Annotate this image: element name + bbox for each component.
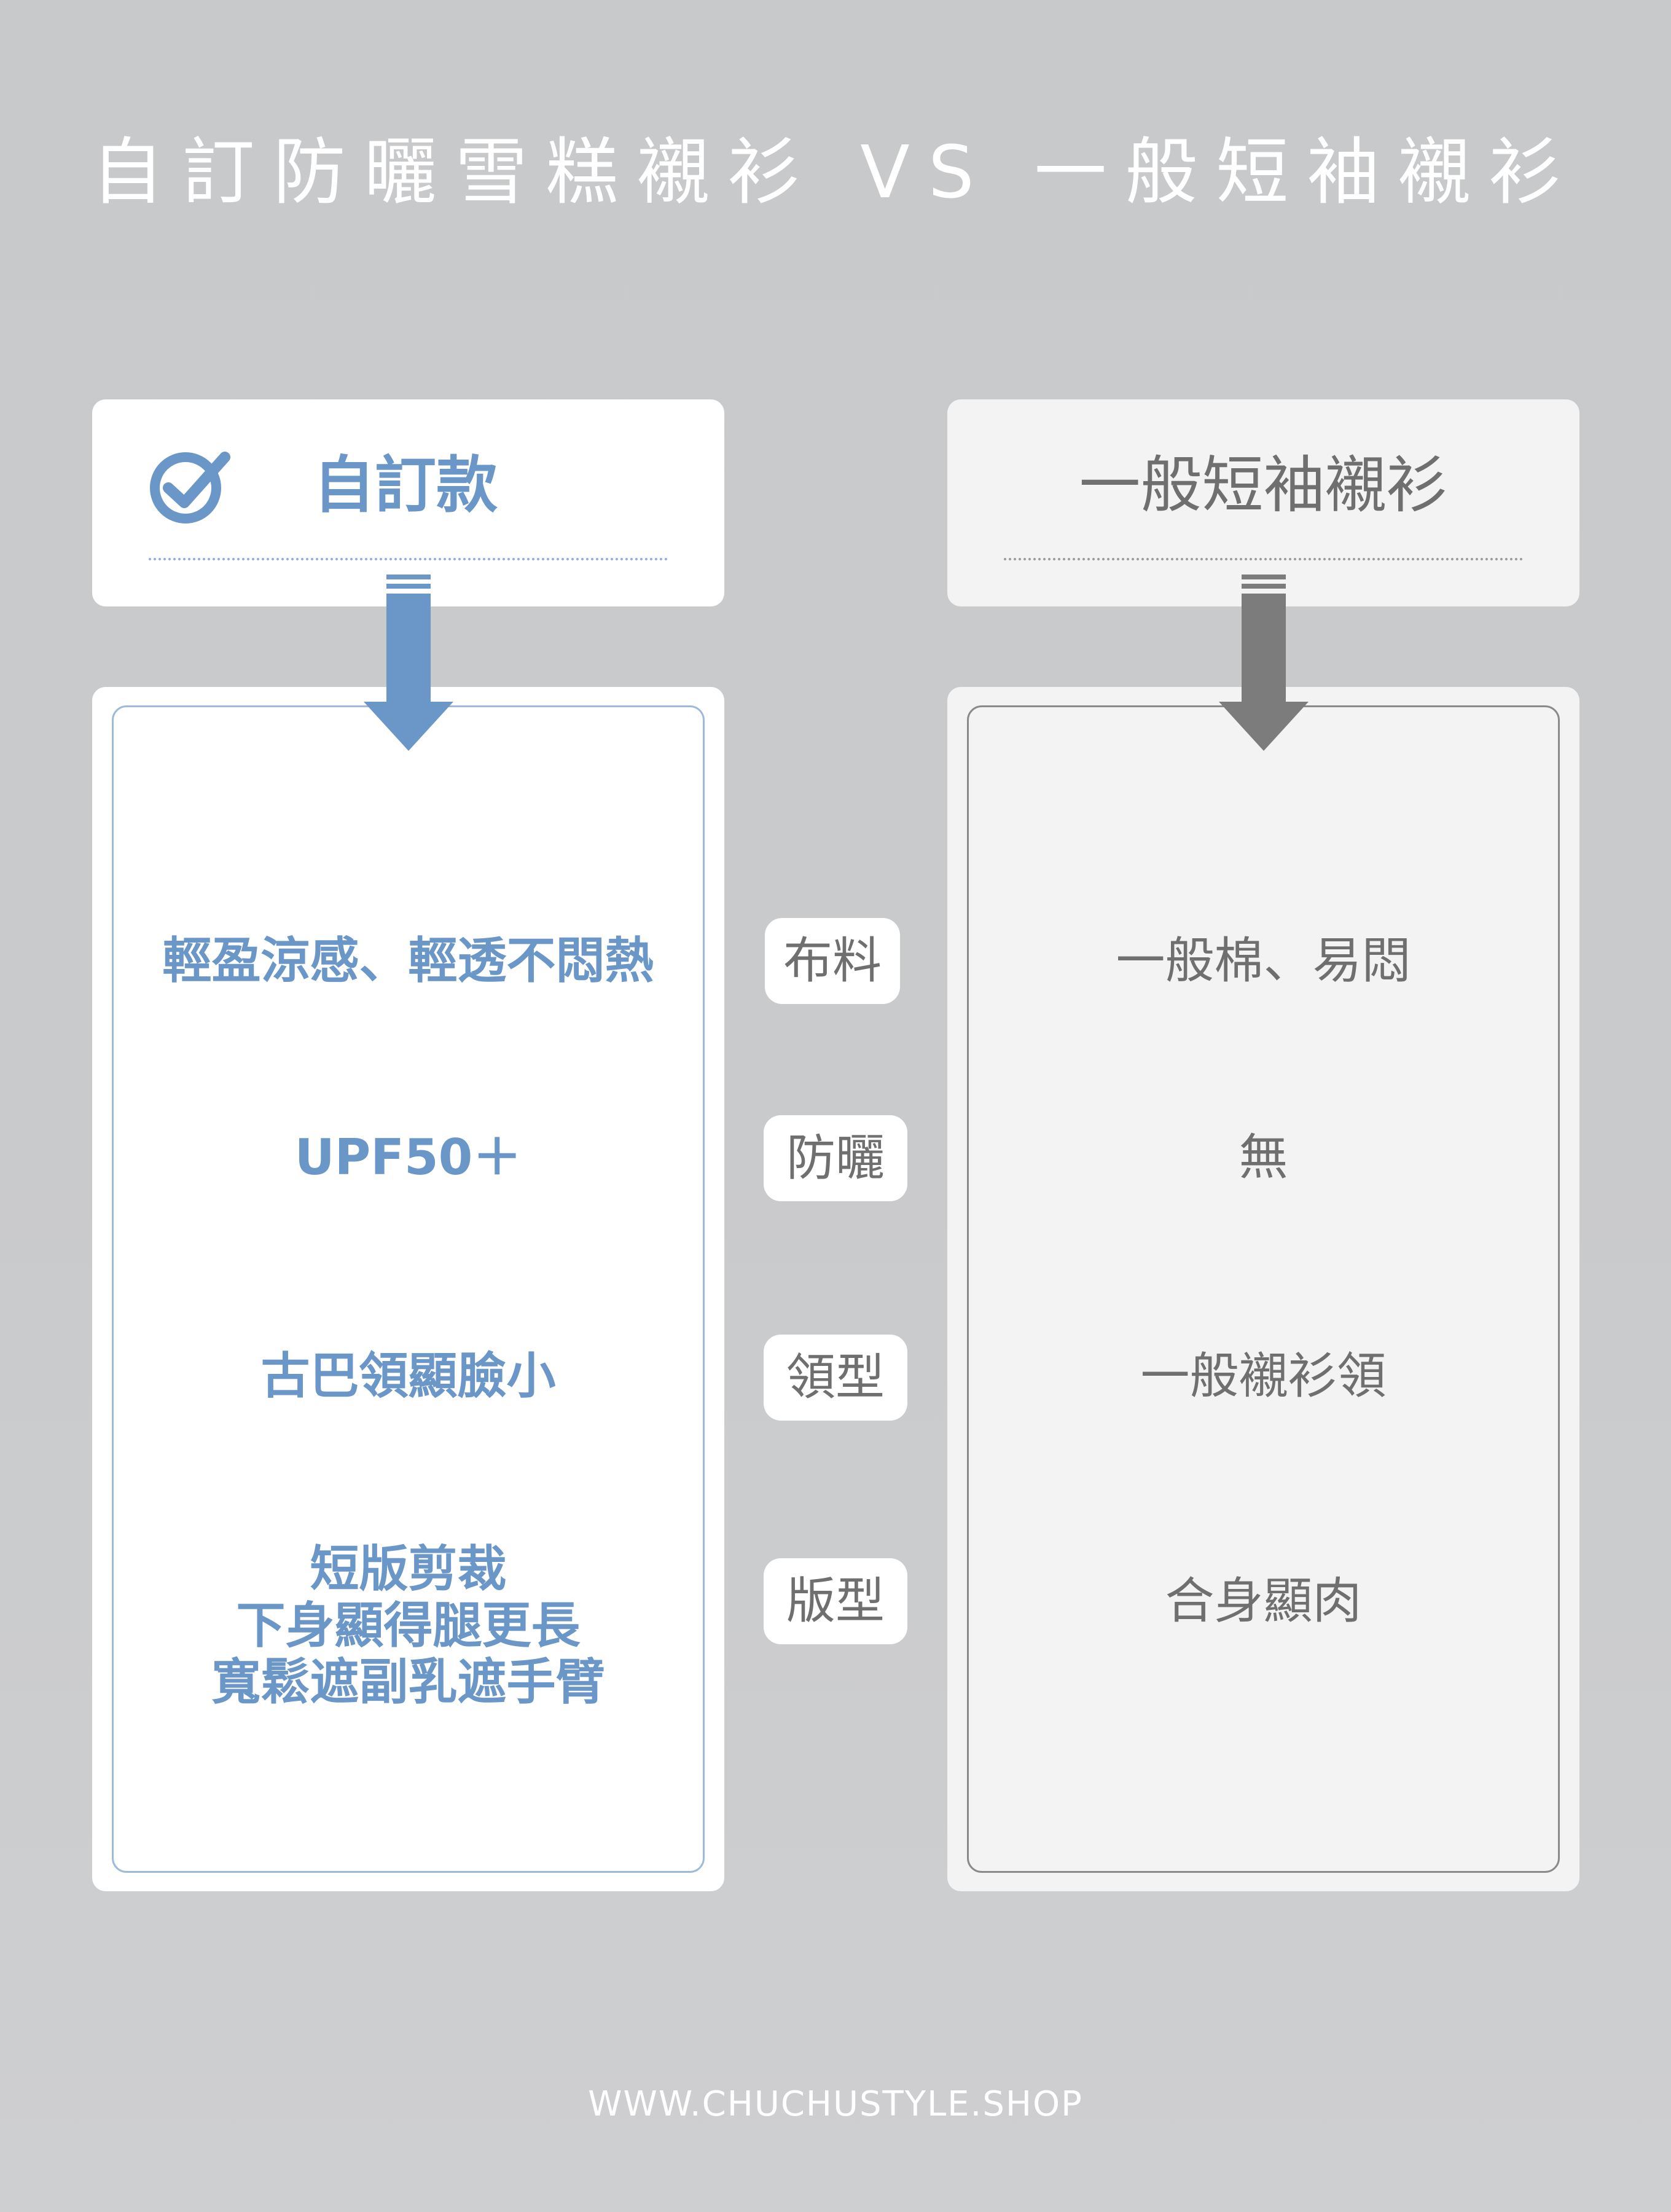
regular-fit-value: 合身顯肉 [1165, 1572, 1362, 1630]
regular-details-card [947, 687, 1579, 1891]
website-footer: WWW.CHUCHUSTYLE.SHOP [588, 2084, 1083, 2124]
custom-fit-line: 短版剪裁 [310, 1540, 507, 1598]
custom-fabric-value: 輕盈涼感、輕透不悶熱 [162, 932, 654, 989]
category-fit-label: 版型 [764, 1558, 907, 1644]
regular-header-label: 一般短袖襯衫 [1079, 449, 1448, 521]
custom-fit-value: 短版剪裁 下身顯得腿更長 寬鬆遮副乳遮手臂 [92, 1541, 724, 1711]
custom-details-card [92, 687, 724, 1891]
regular-fabric-value: 一般棉、易悶 [1116, 932, 1411, 989]
custom-header-label: 自訂款 [313, 449, 498, 521]
category-collar-label: 領型 [764, 1335, 907, 1421]
custom-collar-value: 古巴領顯臉小 [260, 1347, 556, 1405]
category-fabric-label: 布料 [765, 918, 900, 1004]
custom-sun-protection-value: UPF50＋ [294, 1129, 522, 1186]
check-circle-icon [150, 452, 230, 524]
category-sun-protection-label: 防曬 [764, 1115, 907, 1201]
regular-details-border [967, 705, 1560, 1873]
custom-fit-line: 下身顯得腿更長 [236, 1597, 581, 1654]
regular-collar-value: 一般襯衫領 [1140, 1347, 1387, 1405]
regular-header-divider [1004, 558, 1523, 560]
page-title: 自訂防曬雪糕襯衫 VS 一般短袖襯衫 [91, 130, 1580, 214]
regular-sun-protection-value: 無 [1239, 1129, 1288, 1186]
regular-header-card: 一般短袖襯衫 [947, 399, 1579, 606]
custom-fit-line: 寬鬆遮副乳遮手臂 [211, 1653, 605, 1711]
custom-header-card: 自訂款 [92, 399, 724, 606]
down-arrow-icon [364, 575, 453, 751]
down-arrow-icon [1219, 575, 1309, 751]
custom-header-divider [149, 558, 668, 560]
